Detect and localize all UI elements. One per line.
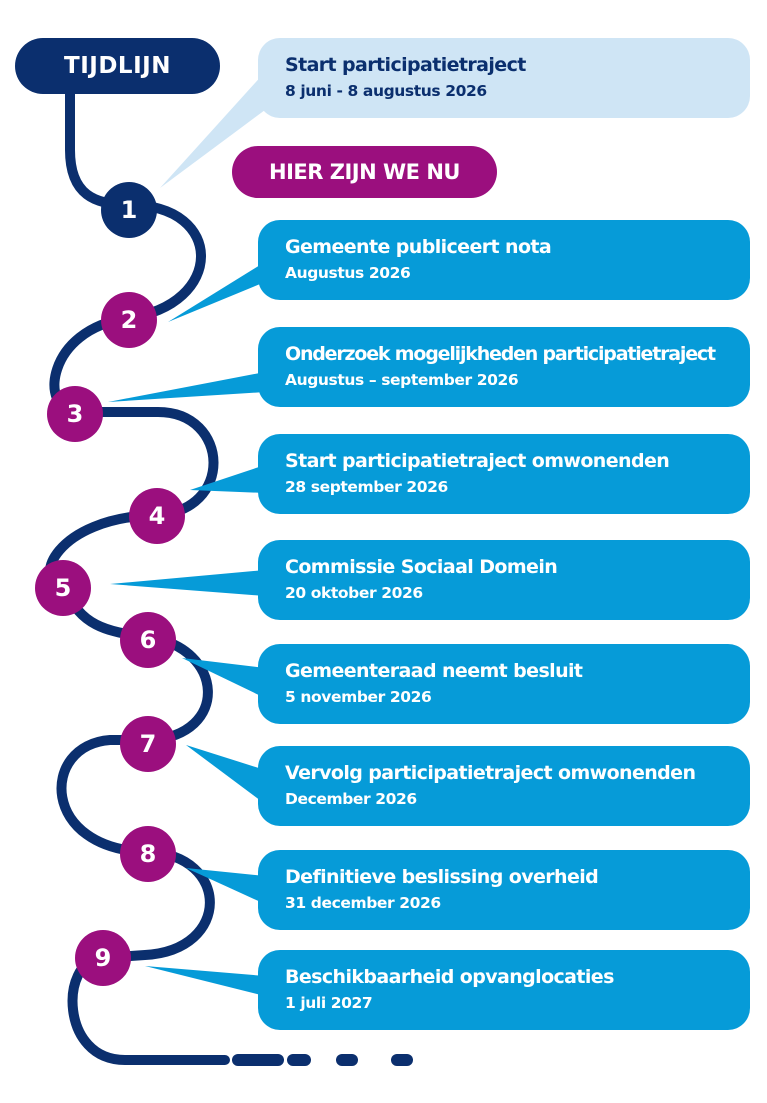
pointer-7 (186, 745, 265, 804)
step-card-9: Beschikbaarheid opvanglocaties 1 juli 20… (258, 950, 750, 1030)
current-position-label: HIER ZIJN WE NU (269, 160, 460, 184)
step-date: 1 juli 2027 (285, 994, 373, 1012)
current-position-badge: HIER ZIJN WE NU (232, 146, 497, 198)
step-title: Commissie Sociaal Domein (285, 556, 558, 578)
pointer-2 (168, 262, 265, 322)
pointer-6 (182, 658, 265, 698)
timeline-title: TIJDLIJN (64, 53, 171, 79)
step-title: Gemeenteraad neemt besluit (285, 660, 583, 682)
step-number-3: 3 (47, 386, 103, 442)
step-date: 28 september 2026 (285, 478, 448, 496)
step-card-1: Start participatietraject 8 juni - 8 aug… (258, 38, 750, 118)
step-title: Onderzoek mogelijkheden participatietraj… (285, 343, 716, 365)
step-number-9: 9 (75, 930, 131, 986)
step-date: 5 november 2026 (285, 688, 432, 706)
step-number-6: 6 (120, 612, 176, 668)
timeline-title-badge: TIJDLIJN (15, 38, 220, 94)
step-date: Augustus 2026 (285, 264, 411, 282)
step-date: 31 december 2026 (285, 894, 441, 912)
step-card-3: Onderzoek mogelijkheden participatietraj… (258, 327, 750, 407)
step-date: 8 juni - 8 augustus 2026 (285, 82, 487, 100)
step-card-4: Start participatietraject omwonenden 28 … (258, 434, 750, 514)
step-number-4: 4 (129, 488, 185, 544)
step-number-2: 2 (101, 292, 157, 348)
pointer-5 (110, 570, 265, 596)
step-date: 20 oktober 2026 (285, 584, 423, 602)
step-title: Vervolg participatietraject omwonenden (285, 762, 696, 784)
pointer-8 (186, 868, 265, 904)
step-card-7: Vervolg participatietraject omwonenden D… (258, 746, 750, 826)
step-number-5: 5 (35, 560, 91, 616)
pointer-4 (190, 465, 265, 493)
step-title: Beschikbaarheid opvanglocaties (285, 966, 614, 988)
step-title: Start participatietraject omwonenden (285, 450, 670, 472)
step-title: Definitieve beslissing overheid (285, 866, 599, 888)
step-card-5: Commissie Sociaal Domein 20 oktober 2026 (258, 540, 750, 620)
step-date: December 2026 (285, 790, 417, 808)
step-number-8: 8 (120, 826, 176, 882)
step-title: Gemeente publiceert nota (285, 236, 552, 258)
step-number-1: 1 (101, 182, 157, 238)
step-card-6: Gemeenteraad neemt besluit 5 november 20… (258, 644, 750, 724)
pointer-9 (145, 966, 265, 996)
step-title: Start participatietraject (285, 54, 526, 76)
step-date: Augustus – september 2026 (285, 371, 519, 389)
step-card-2: Gemeente publiceert nota Augustus 2026 (258, 220, 750, 300)
pointer-1 (160, 72, 265, 188)
pointer-3 (108, 372, 265, 402)
step-number-7: 7 (120, 716, 176, 772)
step-card-8: Definitieve beslissing overheid 31 decem… (258, 850, 750, 930)
